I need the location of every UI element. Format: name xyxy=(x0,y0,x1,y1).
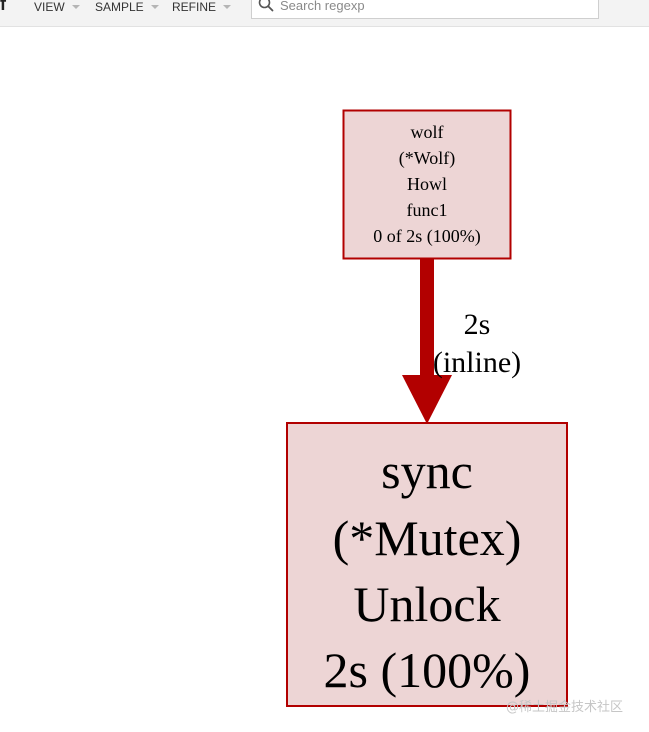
refine-menu[interactable]: REFINE xyxy=(172,0,232,14)
edge-arrowhead xyxy=(402,375,452,424)
node-box xyxy=(286,422,568,707)
view-menu[interactable]: VIEW xyxy=(34,0,80,14)
node-cost-label: 0 of 2s (100%) xyxy=(373,226,480,247)
chevron-down-icon xyxy=(223,5,232,9)
chevron-down-icon xyxy=(150,5,159,9)
node-receiver-label: (*Wolf) xyxy=(399,148,456,169)
node-box xyxy=(342,109,512,260)
node-package-label: sync xyxy=(381,443,473,499)
node-cost-label: 2s (100%) xyxy=(324,642,531,698)
refine-menu-label: REFINE xyxy=(172,0,217,14)
edge-weight-label: 2s xyxy=(464,308,491,341)
edge-inline-label: (inline) xyxy=(433,346,521,379)
node-method-label: Howl xyxy=(407,174,447,194)
sample-menu-label: SAMPLE xyxy=(95,0,144,14)
sample-menu[interactable]: SAMPLE xyxy=(95,0,159,14)
node-receiver-label: (*Mutex) xyxy=(333,510,522,566)
search-box[interactable] xyxy=(251,0,599,19)
node-package-label: wolf xyxy=(411,122,444,142)
graph-node-sync-mutex-unlock[interactable]: sync (*Mutex) Unlock 2s (100%) xyxy=(286,422,568,707)
call-edge[interactable]: 2s (inline) xyxy=(402,258,521,424)
edge-line xyxy=(420,258,434,380)
watermark: @稀土掘金技术社区 xyxy=(506,700,624,715)
node-method-label: Unlock xyxy=(353,576,500,632)
search-icon xyxy=(258,0,274,12)
app-logo[interactable]: f xyxy=(0,0,6,14)
search-input[interactable] xyxy=(280,0,590,14)
chevron-down-icon xyxy=(71,5,80,9)
toolbar: f VIEW SAMPLE REFINE xyxy=(0,0,649,27)
view-menu-label: VIEW xyxy=(34,0,65,14)
node-func-label: func1 xyxy=(407,200,448,220)
graph-node-wolf-howl-func1[interactable]: wolf (*Wolf) Howl func1 0 of 2s (100%) xyxy=(342,109,512,260)
